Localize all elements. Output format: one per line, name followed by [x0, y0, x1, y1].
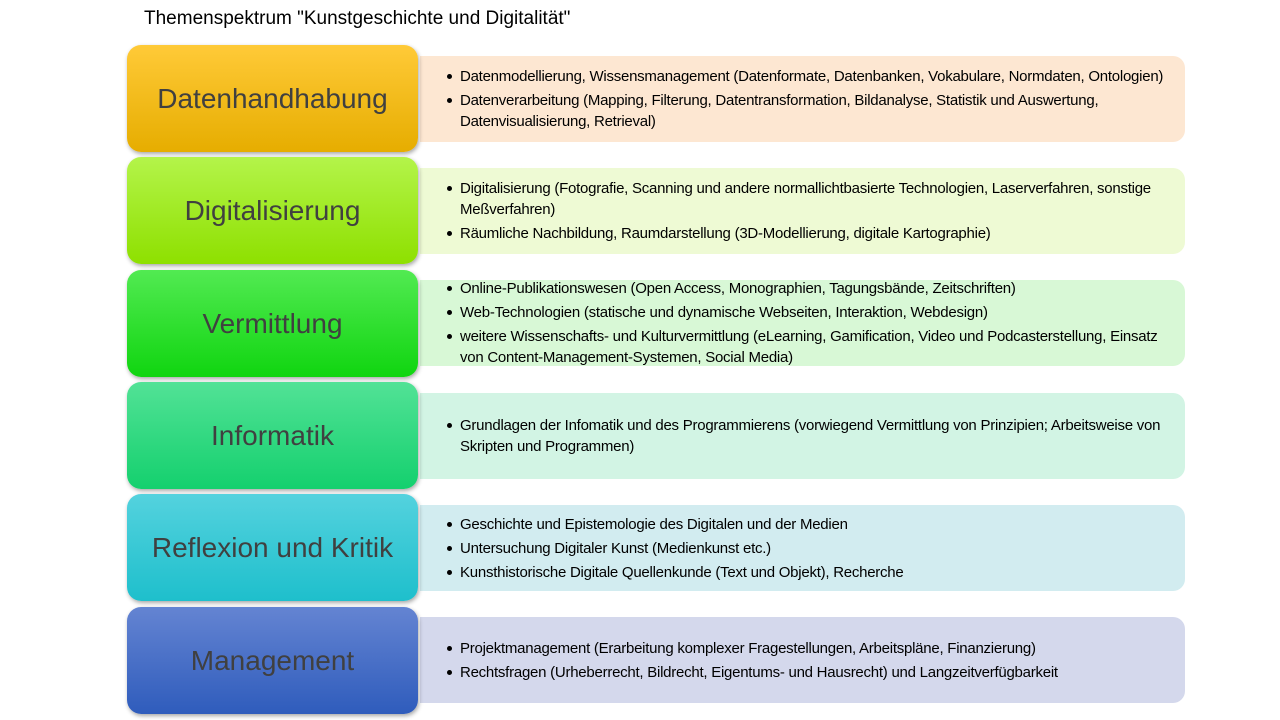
topic-category-box: Informatik — [127, 382, 418, 489]
topic-category-box: Reflexion und Kritik — [127, 494, 418, 601]
topic-details-panel: Digitalisierung (Fotografie, Scanning un… — [420, 168, 1185, 254]
topic-bullet-item: Räumliche Nachbildung, Raumdarstellung (… — [447, 223, 1165, 244]
topic-bullet-item: Online-Publikationswesen (Open Access, M… — [447, 278, 1165, 299]
topic-bullet-list: Projektmanagement (Erarbeitung komplexer… — [447, 635, 1165, 686]
topic-category-box: Vermittlung — [127, 270, 418, 377]
topic-bullet-item: Untersuchung Digitaler Kunst (Medienkuns… — [447, 538, 1165, 559]
topic-bullet-item: Web-Technologien (statische und dynamisc… — [447, 302, 1165, 323]
topic-details-panel: Grundlagen der Infomatik und des Program… — [420, 393, 1185, 479]
topic-bullet-list: Geschichte und Epistemologie des Digital… — [447, 511, 1165, 586]
topic-bullet-item: Digitalisierung (Fotografie, Scanning un… — [447, 178, 1165, 220]
topic-bullet-list: Online-Publikationswesen (Open Access, M… — [447, 275, 1165, 371]
topic-bullet-list: Digitalisierung (Fotografie, Scanning un… — [447, 175, 1165, 247]
topic-bullet-item: weitere Wissenschafts- und Kulturvermitt… — [447, 326, 1165, 368]
topic-details-panel: Online-Publikationswesen (Open Access, M… — [420, 280, 1185, 366]
topic-details-panel: Geschichte und Epistemologie des Digital… — [420, 505, 1185, 591]
slide-title: Themenspektrum "Kunstgeschichte und Digi… — [144, 8, 571, 29]
topic-details-panel: Projektmanagement (Erarbeitung komplexer… — [420, 617, 1185, 703]
topic-bullet-item: Kunsthistorische Digitale Quellenkunde (… — [447, 562, 1165, 583]
topic-category-box: Management — [127, 607, 418, 714]
topic-bullet-item: Datenverarbeitung (Mapping, Filterung, D… — [447, 90, 1165, 132]
topic-bullet-list: Datenmodellierung, Wissensmanagement (Da… — [447, 63, 1165, 135]
topic-bullet-item: Grundlagen der Infomatik und des Program… — [447, 415, 1165, 457]
topic-category-box: Datenhandhabung — [127, 45, 418, 152]
topic-bullet-item: Geschichte und Epistemologie des Digital… — [447, 514, 1165, 535]
topic-bullet-item: Datenmodellierung, Wissensmanagement (Da… — [447, 66, 1165, 87]
topic-bullet-list: Grundlagen der Infomatik und des Program… — [447, 412, 1165, 460]
topic-bullet-item: Projektmanagement (Erarbeitung komplexer… — [447, 638, 1165, 659]
topic-details-panel: Datenmodellierung, Wissensmanagement (Da… — [420, 56, 1185, 142]
topic-category-box: Digitalisierung — [127, 157, 418, 264]
topic-bullet-item: Rechtsfragen (Urheberrecht, Bildrecht, E… — [447, 662, 1165, 683]
